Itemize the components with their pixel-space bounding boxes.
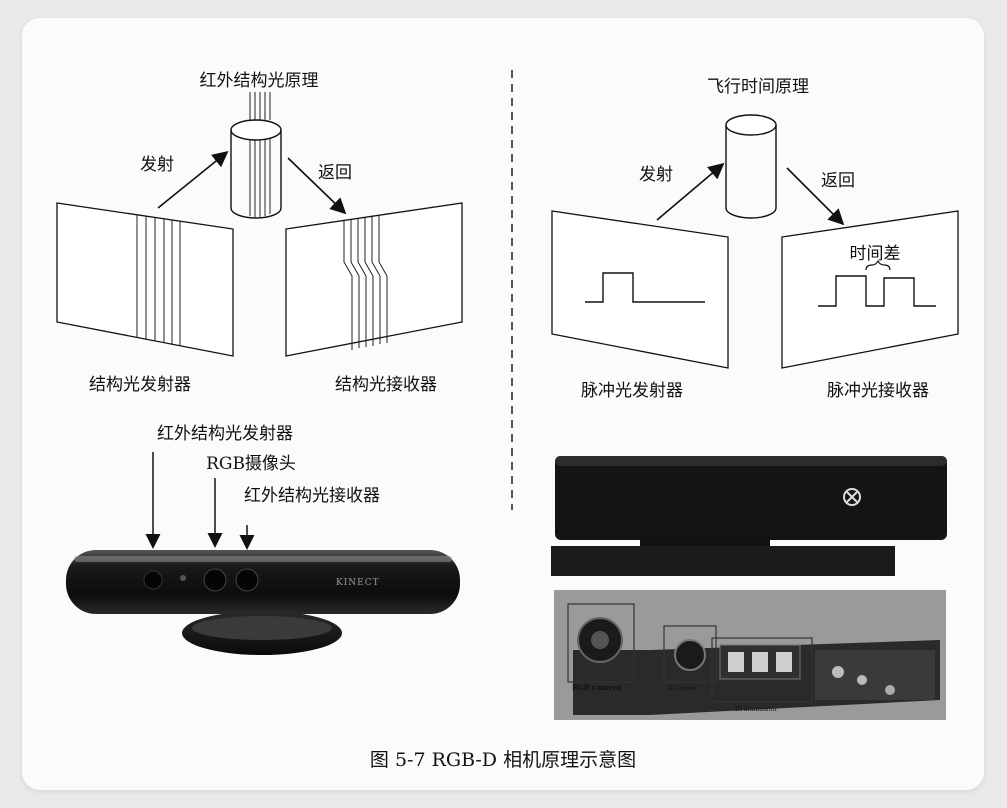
kinect2-stand — [551, 546, 895, 576]
structured-emitter-panel — [56, 202, 234, 357]
emit-label: 发射 — [140, 155, 174, 175]
kinect-v1: 红外结构光发射器 RGB摄像头 红外结构光接收器 KINECT — [66, 424, 460, 655]
teardown-ir-sensor — [674, 639, 706, 671]
xbox-logo-icon — [843, 488, 861, 506]
kinect-v2 — [551, 456, 947, 576]
kinect-ir-receiver-lens — [235, 568, 259, 592]
pulse-receiver-panel: 时间差 — [781, 210, 959, 369]
teardown-ir-illuminator-label: IR illuminator — [735, 706, 777, 713]
tof-diagram: 飞行时间原理 发射 返回 时间差 脉冲光发射器 脉冲光接收器 — [551, 77, 959, 401]
structured-emitter-label: 结构光发射器 — [89, 375, 191, 395]
structured-receiver-panel — [285, 202, 463, 357]
kinect-ir-emitter-lens — [143, 570, 163, 590]
tof-return-arrow — [786, 167, 845, 226]
time-diff-brace — [865, 259, 891, 271]
teardown-ir-sensor-label: IR sensor — [668, 685, 697, 692]
kinect-bar — [66, 550, 460, 614]
pulse-receiver-label: 脉冲光接收器 — [827, 381, 929, 401]
return-label: 返回 — [318, 163, 352, 183]
kinect-rgb-lens — [203, 568, 227, 592]
pulse-emitter-panel — [551, 210, 729, 369]
time-diff-label: 时间差 — [850, 244, 901, 264]
kinect2-teardown-photo: RGB camera IR sensor IR illuminator — [554, 590, 946, 720]
ir-receiver-callout: 红外结构光接收器 — [244, 486, 380, 506]
return-arrow — [287, 157, 347, 215]
ir-emitter-callout: 红外结构光发射器 — [157, 424, 293, 444]
structured-light-title: 红外结构光原理 — [200, 71, 319, 91]
structured-light-diagram: 红外结构光原理 发射 返回 — [56, 71, 463, 395]
tof-title: 飞行时间原理 — [707, 77, 809, 97]
figure-caption: 图 5-7 RGB-D 相机原理示意图 — [370, 749, 636, 771]
tof-emit-label: 发射 — [639, 165, 673, 185]
tof-return-label: 返回 — [821, 171, 855, 191]
kinect2-body — [555, 456, 947, 540]
teardown-rgb-label: RGB camera — [572, 683, 621, 692]
tof-emit-arrow — [656, 162, 725, 221]
tof-cylinder — [725, 114, 777, 219]
emit-arrow — [157, 150, 229, 209]
pulse-emitter-label: 脉冲光发射器 — [581, 381, 683, 401]
structured-receiver-label: 结构光接收器 — [335, 375, 437, 395]
light-stripes-top — [249, 92, 271, 120]
rgb-camera-callout: RGB摄像头 — [206, 454, 296, 474]
emitter-cylinder — [230, 119, 282, 219]
kinect-brand: KINECT — [336, 578, 380, 588]
